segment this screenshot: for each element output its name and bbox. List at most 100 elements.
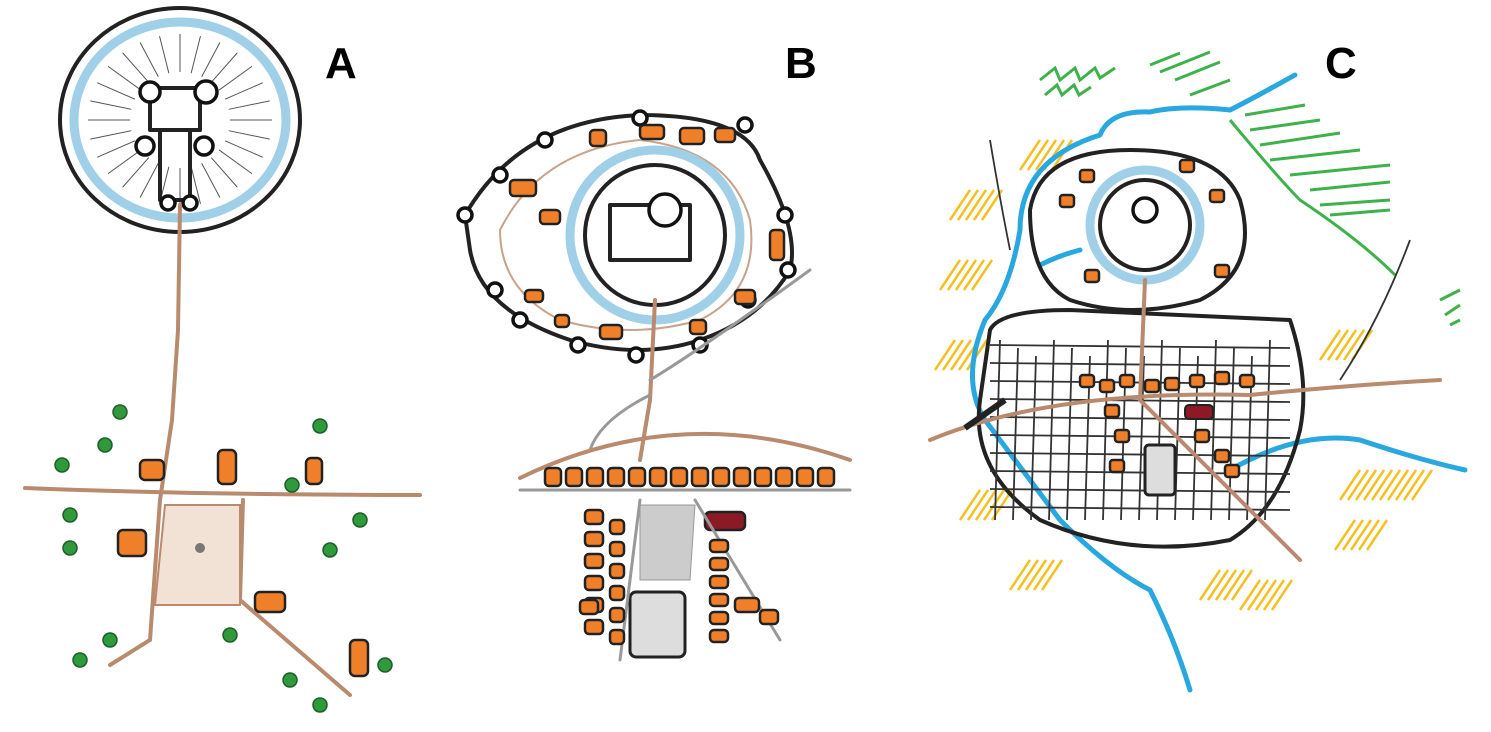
- ground-line: [228, 100, 270, 110]
- field-hatch: [1222, 569, 1246, 601]
- house: [627, 466, 647, 488]
- castle-b-donjon: [647, 192, 683, 228]
- river-c-branch: [1037, 247, 1468, 473]
- castle-c-wall: [1098, 178, 1192, 272]
- bushes-a: [54, 404, 393, 713]
- road-b-northeast: [648, 268, 812, 382]
- field-hatch: [1254, 579, 1278, 611]
- house: [304, 456, 324, 486]
- field-hatch: [970, 259, 994, 291]
- house: [583, 508, 605, 526]
- panel-label-c: C: [1325, 39, 1357, 88]
- ground-line: [218, 65, 253, 91]
- house: [578, 598, 600, 616]
- house: [1208, 188, 1226, 204]
- house: [598, 323, 624, 341]
- field-hatch: [948, 189, 972, 221]
- well-a: [195, 543, 205, 553]
- ground-line: [201, 42, 221, 77]
- street: [989, 434, 1291, 439]
- house: [1213, 263, 1231, 279]
- house: [708, 628, 730, 644]
- ground-line: [96, 82, 136, 100]
- castle-b-moat: [565, 145, 745, 325]
- ground-line: [96, 140, 136, 158]
- field-hatch: [946, 259, 970, 291]
- house: [1178, 158, 1196, 174]
- tower: [491, 166, 509, 184]
- ground-line: [224, 140, 264, 158]
- field-hatch: [1026, 139, 1050, 171]
- field-hatch: [1018, 139, 1042, 171]
- forest-c: [1039, 50, 1461, 327]
- tower: [569, 336, 587, 354]
- tower: [134, 135, 156, 157]
- house: [608, 628, 626, 646]
- house: [1103, 403, 1121, 419]
- house: [648, 466, 668, 488]
- plaza-b: [639, 504, 696, 581]
- field-hatch: [1270, 579, 1294, 611]
- field-hatch: [933, 339, 957, 371]
- castle-a-grounds: [88, 34, 272, 206]
- house: [1163, 376, 1181, 392]
- church-c: [1184, 404, 1214, 420]
- castle-c-donjon: [1131, 196, 1159, 224]
- house: [523, 288, 545, 304]
- house: [583, 552, 605, 570]
- house: [543, 466, 563, 488]
- field-hatch: [1349, 519, 1373, 551]
- field-hatch: [1198, 569, 1222, 601]
- ground-line: [218, 149, 253, 175]
- ground-line: [159, 36, 170, 74]
- house: [708, 592, 730, 608]
- field-hatch: [1016, 559, 1040, 591]
- house: [608, 606, 626, 624]
- house: [1113, 428, 1131, 444]
- ground-line: [190, 36, 201, 74]
- houses-a: [116, 448, 370, 678]
- panel-b: B: [456, 39, 852, 662]
- house: [733, 596, 761, 614]
- field-hatch: [1386, 469, 1410, 501]
- field-hatch: [1262, 579, 1286, 611]
- ground-line: [90, 100, 132, 110]
- tower: [159, 194, 177, 212]
- house: [669, 466, 689, 488]
- house: [711, 466, 731, 488]
- house: [606, 466, 626, 488]
- field-hatch: [1333, 519, 1357, 551]
- house: [733, 288, 757, 306]
- bush: [102, 632, 118, 648]
- house: [583, 618, 605, 636]
- ground-line: [210, 157, 238, 188]
- street: [989, 452, 1291, 457]
- field-hatch: [1206, 569, 1230, 601]
- houses-b: [508, 123, 836, 646]
- house: [553, 313, 571, 329]
- field-hatch: [1238, 579, 1262, 611]
- field-hatch: [1246, 579, 1270, 611]
- house: [608, 584, 626, 602]
- house: [564, 466, 584, 488]
- towers-b: [456, 109, 797, 364]
- field-hatch: [1402, 469, 1426, 501]
- field-hatch: [1341, 519, 1365, 551]
- tower: [193, 79, 219, 105]
- field-hatch: [1230, 569, 1254, 601]
- castle-a-gatehouse: [158, 128, 192, 202]
- house: [708, 538, 730, 554]
- field-hatch: [1342, 329, 1366, 361]
- field-hatch: [1334, 329, 1358, 361]
- bush: [352, 512, 368, 528]
- tower: [736, 116, 754, 134]
- ground-line: [228, 130, 270, 140]
- house: [732, 466, 752, 488]
- ground-line: [139, 163, 159, 198]
- house: [713, 126, 737, 144]
- field-hatch: [1008, 559, 1032, 591]
- tower: [779, 261, 797, 279]
- field-hatch: [1370, 469, 1394, 501]
- bush: [222, 627, 238, 643]
- bush: [62, 540, 78, 556]
